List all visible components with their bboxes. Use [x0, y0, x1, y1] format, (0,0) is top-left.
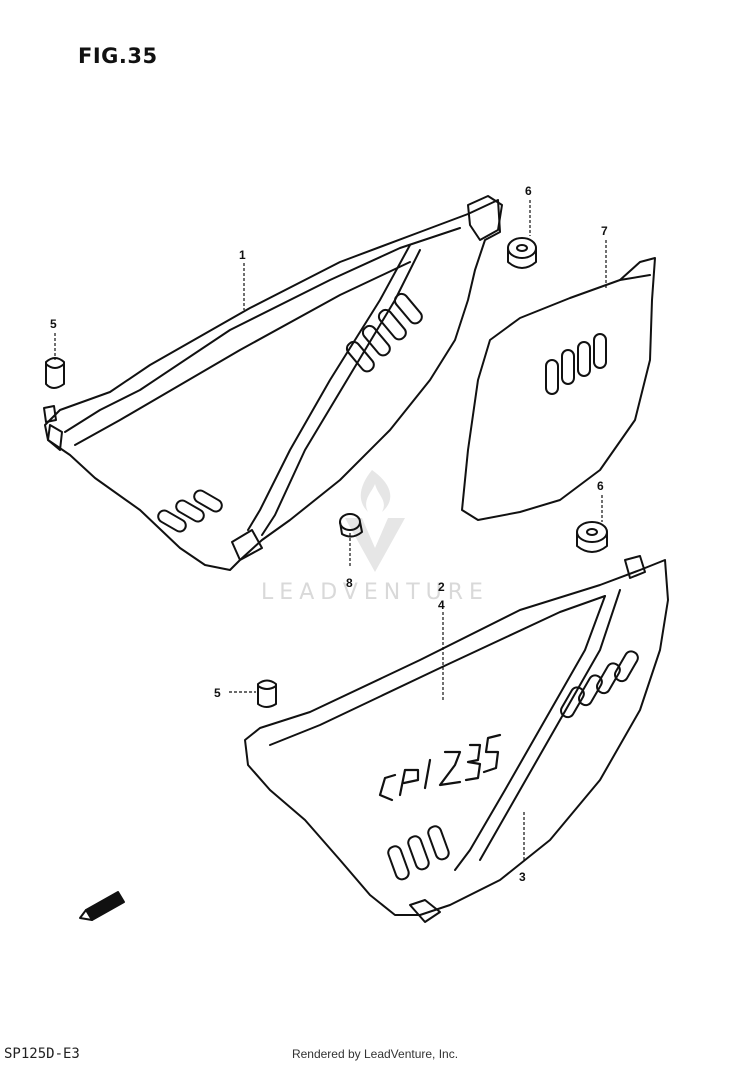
callout-5-upper: 5 [50, 317, 57, 331]
grommet-part-8 [339, 513, 363, 538]
callout-6-lower: 6 [597, 479, 604, 493]
front-arrow-icon [79, 891, 125, 921]
callout-7: 7 [601, 224, 608, 238]
callout-4: 4 [438, 598, 445, 612]
callout-2: 2 [438, 580, 445, 594]
figure-title: FIG.35 [78, 44, 158, 68]
callout-8: 8 [346, 576, 353, 590]
rendered-by-credit: Rendered by LeadVenture, Inc. [291, 1047, 459, 1061]
callout-1: 1 [239, 248, 246, 262]
watermark-text: LEADVENTURE [261, 580, 489, 605]
callout-5-lower: 5 [214, 686, 221, 700]
model-code: SP125D-E3 [4, 1046, 80, 1062]
callout-6-upper: 6 [525, 184, 532, 198]
side-cover-part-2-3-4 [244, 555, 669, 923]
leader-lines [54, 200, 607, 860]
side-cover-part-7 [461, 257, 656, 521]
cushion-part-6-lower [576, 521, 608, 553]
callout-3: 3 [519, 870, 526, 884]
cushion-part-6-upper [507, 237, 537, 269]
bolt-part-5-upper [45, 357, 65, 389]
frame-cover-part-1 [43, 195, 503, 571]
bolt-part-5-lower [257, 679, 277, 708]
